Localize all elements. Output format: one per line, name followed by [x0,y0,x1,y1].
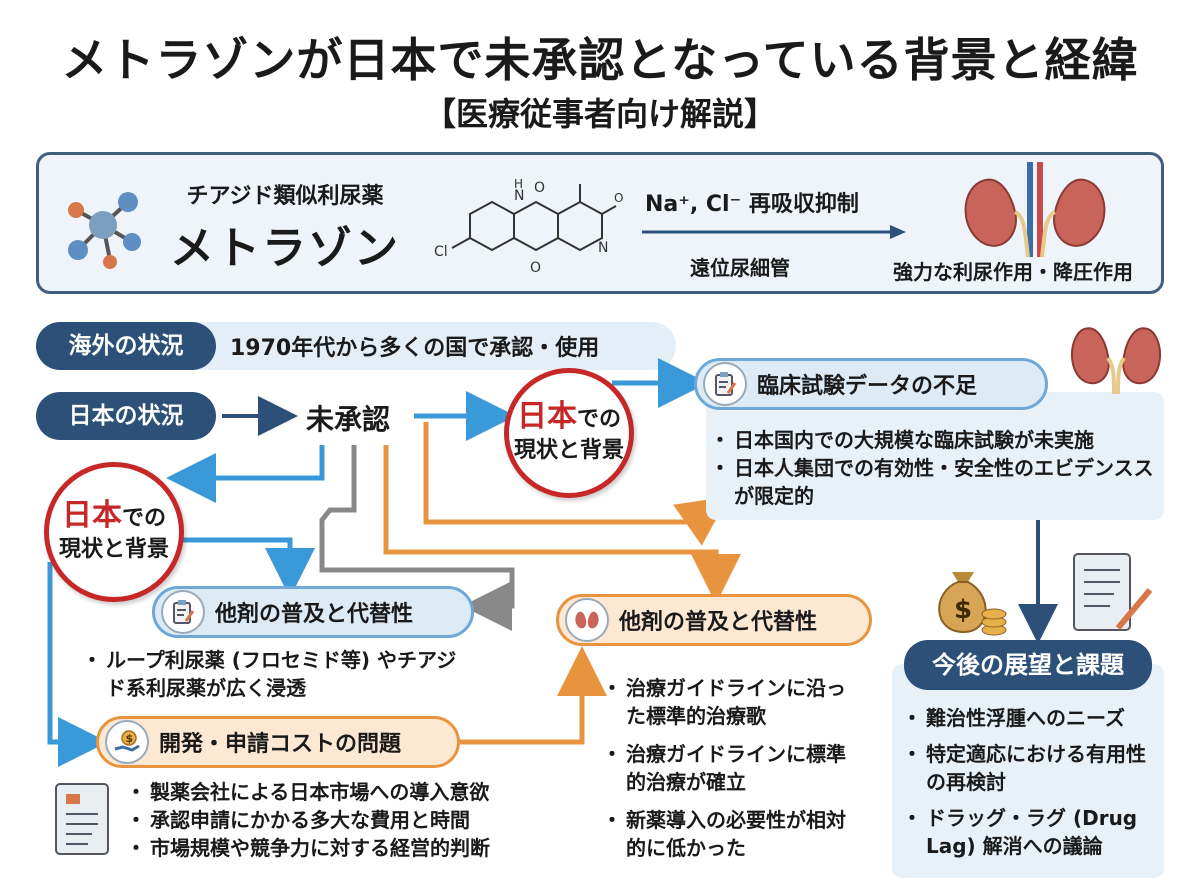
kidney-badge-icon [565,598,609,642]
list-item: 治療ガイドラインに沿った標準的治療歌 [602,674,856,730]
circle-line2: 現状と背景 [513,437,624,463]
alternatives-left-heading: 他剤の普及と代替性 [152,586,474,638]
site-label: 遠位尿細管 [690,256,790,280]
structure-o-ester: O [614,191,623,205]
structure-o-bottom: O [530,260,541,276]
list-item: 製薬会社による日本市場への導入意欲 [126,778,570,806]
alternatives-mid-heading-text: 他剤の普及と代替性 [619,610,818,635]
effect-label: 強力な利尿作用・降圧作用 [893,260,1133,284]
structure-o-top: O [534,180,545,196]
circle-line2: 現状と背景 [58,536,169,562]
circle-red-text: 日本 [516,398,577,434]
molecule-icon [68,192,141,269]
dollar-sign: $ [126,732,134,745]
chemical-structure: N H O N Cl O O [434,177,623,276]
drug-category: チアジド類似利尿薬 [186,184,384,209]
japan-context-circle-left: 日本での 現状と背景 [44,462,184,602]
clinical-heading-text: 臨床試験データの不足 [757,374,978,399]
list-item: 新薬導入の必要性が相対的に低かった [602,806,856,862]
alternatives-left-bullets: ループ利尿薬 (フロセミド等) やチアジド系利尿薬が広く浸透 [82,646,466,702]
structure-h: H [514,177,523,191]
kidney-icon [964,162,1106,257]
overseas-label: 海外の状況 [36,322,216,370]
clipboard-icon [161,590,205,634]
page-subtitle: 【医療従事者向け解説】 [423,95,776,133]
outlook-heading: 今後の展望と課題 [904,640,1152,690]
hand-coin-icon: $ [105,720,149,764]
list-item: 市場規模や競争力に対する経営的判断 [126,834,570,862]
list-item: ループ利尿薬 (フロセミド等) やチアジド系利尿薬が広く浸透 [82,646,466,702]
structure-cl: Cl [434,244,448,260]
list-item: 日本国内での大規模な臨床試験が未実施 [710,426,1154,454]
list-item: 承認申請にかかる多大な費用と時間 [126,806,570,834]
alternatives-left-heading-text: 他剤の普及と代替性 [215,602,414,627]
circle-suffix: での [576,406,621,432]
clinical-bullets: 日本国内での大規模な臨床試験が未実施 日本人集団での有効性・安全性のエビデンスス… [710,426,1154,510]
clipboard-icon [703,362,747,406]
list-item: 日本人集団での有効性・安全性のエビデンススが限定的 [710,454,1154,510]
list-item: 治療ガイドラインに標準的治療が確立 [602,740,856,796]
cost-heading-text: 開発・申請コストの問題 [159,732,402,757]
structure-n-h: N [514,188,524,204]
japan-status: 未承認 [306,403,391,436]
outlook-bullets: 難治性浮腫へのニーズ 特定適応における有用性の再検討 ドラッグ・ラグ (Drug… [902,704,1158,860]
circle-suffix: での [121,505,166,531]
drug-name: メトラゾン [170,223,400,274]
circle-red-text: 日本 [61,497,122,533]
alternatives-mid-heading: 他剤の普及と代替性 [556,594,872,646]
mechanism-arrow [642,225,906,239]
money-bag-dollar: $ [954,595,972,625]
list-item: ドラッグ・ラグ (Drug Lag) 解消への議論 [902,804,1158,860]
mechanism-label: Na⁺, Cl⁻ 再吸収抑制 [645,192,859,217]
money-bag-icon: $ [938,572,1007,636]
cost-heading: $ 開発・申請コストの問題 [96,716,460,768]
list-item: 難治性浮腫へのニーズ [902,704,1158,732]
list-item: 特定適応における有用性の再検討 [902,740,1158,796]
japan-context-circle-right: 日本での 現状と背景 [504,368,634,498]
kidney-icon-small [1070,327,1162,394]
document-pen-icon [1073,553,1153,631]
cost-bullets: 製薬会社による日本市場への導入意欲 承認申請にかかる多大な費用と時間 市場規模や… [126,778,570,862]
page-title: メトラゾンが日本で未承認となっている背景と経緯 [61,33,1139,87]
japan-label: 日本の状況 [36,392,216,440]
alternatives-mid-bullets: 治療ガイドラインに沿った標準的治療歌 治療ガイドラインに標準的治療が確立 新薬導… [602,674,856,862]
clinical-heading: 臨床試験データの不足 [694,358,1048,410]
document-icon [55,783,109,855]
structure-n: N [598,240,608,256]
overseas-text: 1970年代から多くの国で承認・使用 [230,336,600,361]
